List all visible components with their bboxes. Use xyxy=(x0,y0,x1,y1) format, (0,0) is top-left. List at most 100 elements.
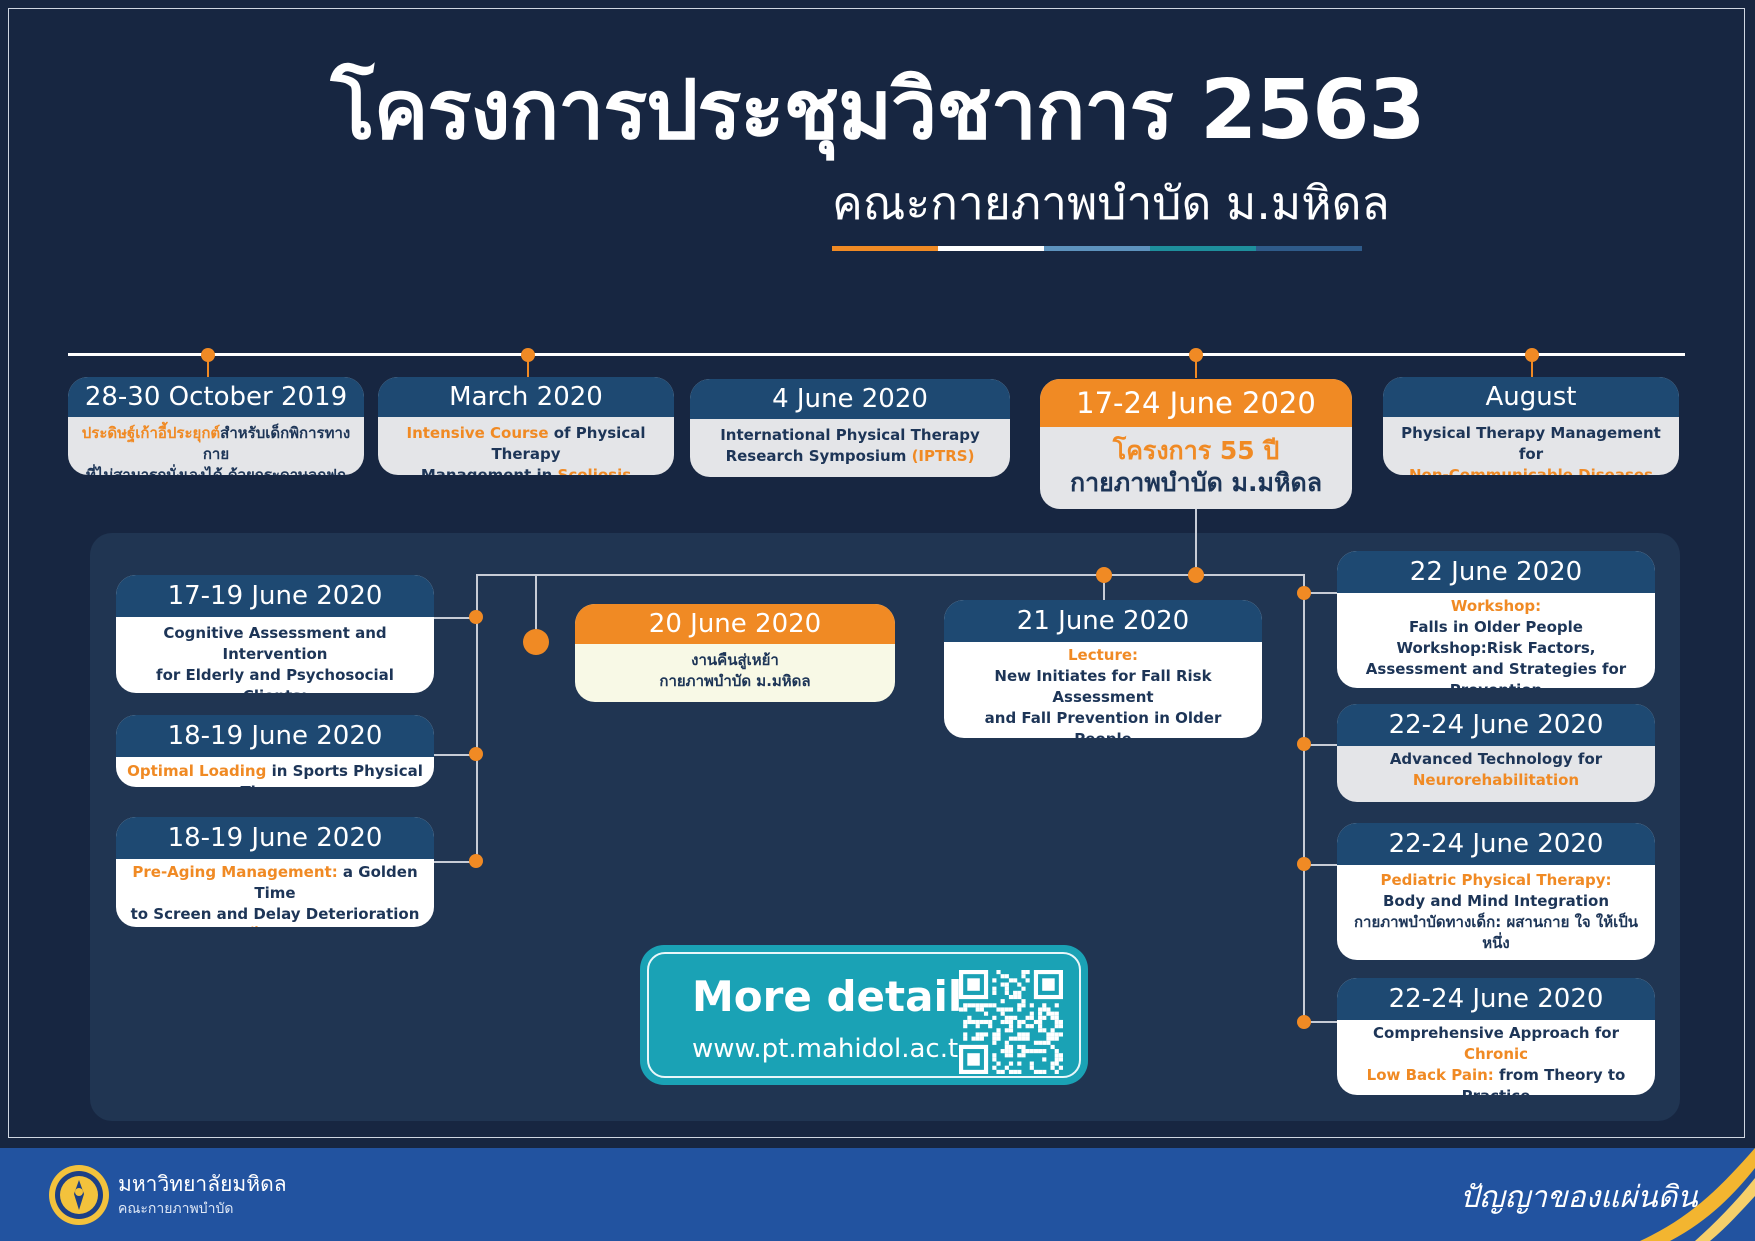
card-text-line: กายภาพบำบัดทางเด็ก: ผสานกาย ใจ ให้เป็นหน… xyxy=(1347,912,1645,954)
timeline-card-17-24-june-2020[interactable]: 17-24 June 2020 โครงการ 55 ปีกายภาพบำบัด… xyxy=(1040,379,1352,509)
website-link[interactable]: www.pt.mahidol.ac.th xyxy=(692,1034,975,1064)
card-text-line: ประดิษฐ์เก้าอี้ประยุกต์สำหรับเด็กพิการทา… xyxy=(78,423,354,465)
event-card-22-24-june-pediatric[interactable]: 22-24 June 2020 Pediatric Physical Thera… xyxy=(1337,823,1655,960)
card-text-line: Falls in Older People Workshop:Risk Fact… xyxy=(1347,617,1645,659)
event-card-21-june[interactable]: 21 June 2020 Lecture:New Initiates for F… xyxy=(944,600,1262,738)
body-text: Advanced Technology for xyxy=(1389,750,1603,768)
body-text: ที่ไม่สามารถนั่งเองได้ ด้วยกระดาษลูกฟูก xyxy=(85,466,347,475)
timeline-dot xyxy=(201,348,215,362)
underline-segment xyxy=(832,246,938,251)
timeline-card-oct-2019[interactable]: 28-30 October 2019 ประดิษฐ์เก้าอี้ประยุก… xyxy=(68,377,364,475)
card-text-line: and Fall Prevention in Older People xyxy=(954,708,1252,738)
card-body: Pediatric Physical Therapy:Body and Mind… xyxy=(1337,865,1655,954)
gold-swoosh-icon xyxy=(1640,1148,1755,1241)
card-date: 17-19 June 2020 xyxy=(116,575,434,617)
event-card-18-19-june-preaging[interactable]: 18-19 June 2020 Pre-Aging Management: a … xyxy=(116,817,434,927)
body-text: to Screen and Delay Deterioration xyxy=(130,905,420,923)
more-details-label: More details: xyxy=(692,972,1005,1021)
connector-line xyxy=(1303,744,1337,746)
highlight-text: Chronic xyxy=(1463,1045,1529,1063)
highlight-text: ประดิษฐ์เก้าอี้ประยุกต์ xyxy=(81,424,221,442)
connector-line xyxy=(434,754,476,756)
event-card-20-june[interactable]: 20 June 2020 งานคืนสู่เหย้ากายภาพบำบัด ม… xyxy=(575,604,895,702)
card-text-line: Research Symposium (IPTRS) xyxy=(700,446,1000,467)
card-text-line: for Elderly and Psychosocial Clients: xyxy=(126,665,424,693)
body-text: New Initiates for Fall Risk Assessment xyxy=(994,667,1212,706)
slogan: ปัญญาของแผ่นดิน xyxy=(1460,1180,1698,1215)
connector-dot xyxy=(523,629,549,655)
card-body: โครงการ 55 ปีกายภาพบำบัด ม.มหิดล xyxy=(1040,427,1352,499)
card-body: งานคืนสู่เหย้ากายภาพบำบัด ม.มหิดล xyxy=(575,644,895,692)
card-date: 22 June 2020 xyxy=(1337,551,1655,593)
timeline-tick xyxy=(207,354,209,378)
more-details-inner: More details: www.pt.mahidol.ac.th xyxy=(647,952,1081,1078)
card-text-line: Assessment and Strategies for Prevention xyxy=(1347,659,1645,688)
connector-line xyxy=(1103,574,1105,600)
body-text: งานคืนสู่เหย้า xyxy=(691,651,779,669)
connector-line xyxy=(535,574,537,642)
page-frame xyxy=(8,8,1745,1138)
body-text: in Sports Physical Therapy xyxy=(240,762,423,787)
card-text-line: Comprehensive Approach for Chronic xyxy=(1347,1023,1645,1065)
qr-code-icon[interactable] xyxy=(959,970,1063,1074)
highlight-text: Workshop: xyxy=(1450,597,1542,615)
faculty-name: คณะกายภาพบำบัด xyxy=(118,1201,234,1217)
body-text: Management in xyxy=(420,466,558,475)
timeline-tick xyxy=(1195,354,1197,378)
highlight-text: Lecture: xyxy=(1067,646,1139,664)
connector-dot xyxy=(1297,1015,1311,1029)
card-body: Lecture: New Initiates for Fall Risk Asse… xyxy=(944,642,1262,738)
card-date: 28-30 October 2019 xyxy=(68,377,364,417)
body-text: กายภาพบำบัด ม.มหิดล xyxy=(1069,468,1323,497)
body-text: Falls in Older People Workshop:Risk Fact… xyxy=(1396,618,1596,657)
event-card-22-24-june-lbp[interactable]: 22-24 June 2020 Comprehensive Approach f… xyxy=(1337,978,1655,1095)
connector-line xyxy=(1303,574,1305,1022)
card-text-line: กายภาพบำบัด ม.มหิดล xyxy=(585,671,885,692)
event-card-17-19-june[interactable]: 17-19 June 2020 Cognitive Assessment and… xyxy=(116,575,434,693)
card-text-line: Pre-Aging Management: a Golden Time xyxy=(126,862,424,904)
connector-dot xyxy=(469,854,483,868)
body-text: Comprehensive Approach for xyxy=(1373,1024,1619,1042)
event-card-18-19-june-loading[interactable]: 18-19 June 2020 Optimal Loading in Sport… xyxy=(116,715,434,787)
connector-line xyxy=(1195,509,1197,575)
body-text: for Elderly and Psychosocial Clients: xyxy=(156,666,394,693)
body-text: กายภาพบำบัดทางเด็ก: ผสานกาย ใจ ให้เป็นหน… xyxy=(1353,913,1639,952)
card-text-line: New Initiates for Fall Risk Assessment xyxy=(954,666,1252,708)
event-card-22-june[interactable]: 22 June 2020 Workshop: Falls in Older Peo… xyxy=(1337,551,1655,688)
university-name: มหาวิทยาลัยมหิดล xyxy=(118,1172,287,1196)
card-text-line: ที่ไม่สามารถนั่งเองได้ ด้วยกระดาษลูกฟูก xyxy=(78,465,354,475)
timeline-dot xyxy=(1525,348,1539,362)
timeline-tick xyxy=(1531,354,1533,378)
highlight-text: Pediatric Physical Therapy: xyxy=(1380,871,1612,889)
card-date: March 2020 xyxy=(378,377,674,417)
timeline-card-march-2020[interactable]: March 2020 Intensive Course of Physical … xyxy=(378,377,674,475)
highlight-text: Optimal Loading xyxy=(127,762,267,780)
body-text: กายภาพบำบัด ม.มหิดล xyxy=(659,672,811,690)
underline-segment xyxy=(1044,246,1150,251)
card-date: August xyxy=(1383,377,1679,417)
card-text-line: กายภาพบำบัด ม.มหิดล xyxy=(1050,467,1342,499)
card-text-line: Advanced Technology for xyxy=(1347,749,1645,770)
body-text: and Fall Prevention in Older People xyxy=(984,709,1222,738)
card-date: 17-24 June 2020 xyxy=(1040,379,1352,427)
timeline-card-4-june-2020[interactable]: 4 June 2020 International Physical Thera… xyxy=(690,379,1010,477)
card-date: 22-24 June 2020 xyxy=(1337,823,1655,865)
card-body: ประดิษฐ์เก้าอี้ประยุกต์สำหรับเด็กพิการทา… xyxy=(68,417,364,475)
card-text-line: Intensive Course of Physical Therapy xyxy=(388,423,664,465)
more-details-box[interactable]: More details: www.pt.mahidol.ac.th xyxy=(640,945,1088,1085)
card-text-line: to Screen and Delay Deterioration xyxy=(126,904,424,925)
underline-segment xyxy=(938,246,1044,251)
body-text: from Theory to Practice xyxy=(1462,1066,1626,1095)
connector-dot xyxy=(1188,567,1204,583)
underline-segment xyxy=(1150,246,1256,251)
timeline-dot xyxy=(521,348,535,362)
timeline-tick xyxy=(527,354,529,378)
page-subtitle: คณะกายภาพบำบัด ม.มหิดล xyxy=(832,176,1390,230)
